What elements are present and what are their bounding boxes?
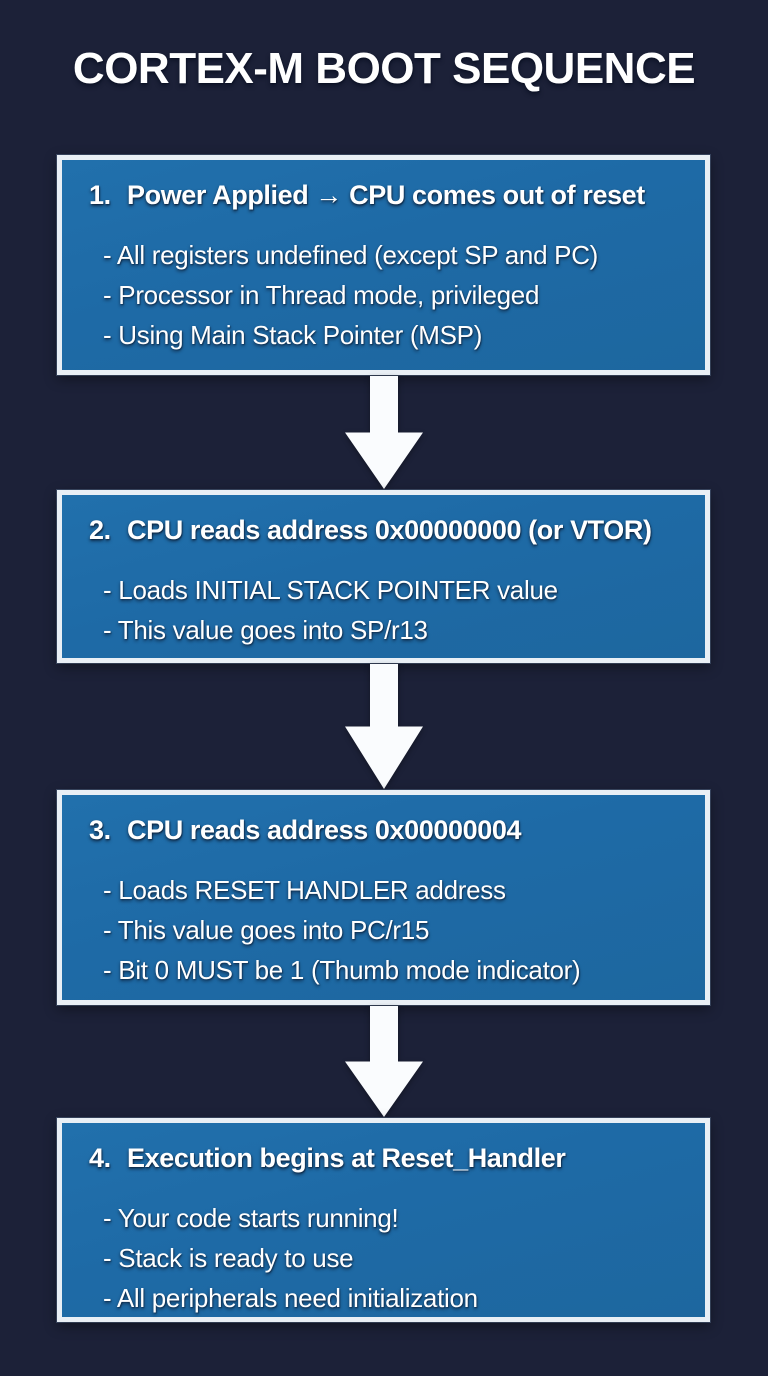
step-box-2: 2. CPU reads address 0x00000000 (or VTOR… [57, 490, 710, 663]
bullet-item: - All registers undefined (except SP and… [103, 240, 599, 270]
step-2-heading: 2. CPU reads address 0x00000000 (or VTOR… [89, 512, 687, 548]
step-number: 4. [89, 1143, 111, 1173]
step-number: 3. [89, 815, 111, 845]
step-box-3: 3. CPU reads address 0x00000004 - Loads … [57, 790, 710, 1005]
bullet-item: - Loads INITIAL STACK POINTER value [103, 575, 558, 605]
step-2-bullets: - Loads INITIAL STACK POINTER value - Th… [89, 570, 687, 650]
page-title: CORTEX-M BOOT SEQUENCE [72, 44, 696, 93]
bullet-item: - Processor in Thread mode, privileged [103, 280, 540, 310]
step-title: CPU reads address 0x00000000 (or VTOR) [127, 515, 652, 545]
step-1-heading: 1. Power Applied → CPU comes out of rese… [89, 177, 687, 213]
down-block-arrow-icon [345, 1006, 423, 1117]
bullet-item: - Using Main Stack Pointer (MSP) [103, 320, 483, 350]
bullet-item: - Loads RESET HANDLER address [103, 875, 506, 905]
step-box-4: 4. Execution begins at Reset_Handler - Y… [57, 1118, 710, 1322]
step-number: 2. [89, 515, 111, 545]
step-3-heading: 3. CPU reads address 0x00000004 [89, 812, 687, 848]
bullet-item: - Stack is ready to use [103, 1243, 354, 1273]
bullet-item: - This value goes into SP/r13 [103, 615, 428, 645]
bullet-item: - Bit 0 MUST be 1 (Thumb mode indicator) [103, 955, 581, 985]
step-box-1: 1. Power Applied → CPU comes out of rese… [57, 155, 710, 375]
bullet-item: - This value goes into PC/r15 [103, 915, 430, 945]
step-4-heading: 4. Execution begins at Reset_Handler [89, 1140, 687, 1176]
bullet-item: - Your code starts running! [103, 1203, 399, 1233]
step-title: CPU reads address 0x00000004 [127, 815, 522, 845]
down-block-arrow-icon [345, 664, 423, 789]
bullet-item: - All peripherals need initialization [103, 1283, 478, 1313]
step-1-bullets: - All registers undefined (except SP and… [89, 235, 687, 355]
step-title: Power Applied → CPU comes out of reset [127, 180, 645, 210]
step-3-bullets: - Loads RESET HANDLER address - This val… [89, 870, 687, 990]
down-block-arrow-icon [345, 376, 423, 489]
step-4-bullets: - Your code starts running! - Stack is r… [89, 1198, 687, 1318]
step-title: Execution begins at Reset_Handler [127, 1143, 566, 1173]
step-number: 1. [89, 180, 111, 210]
